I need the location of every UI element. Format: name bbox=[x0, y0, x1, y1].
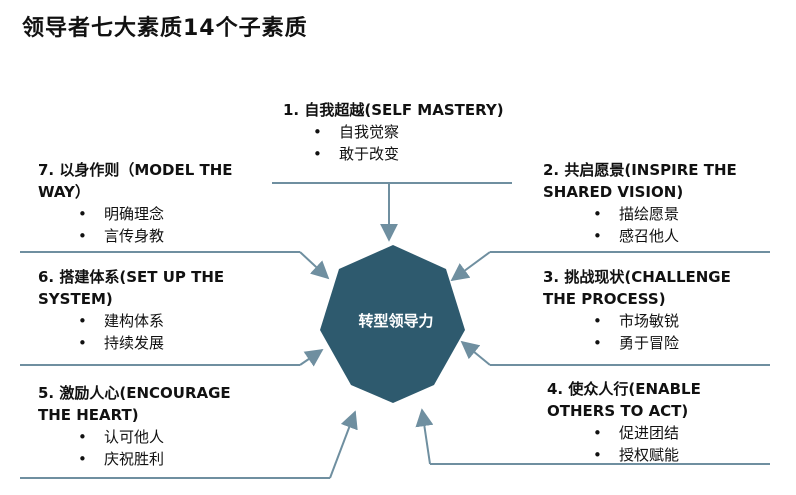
center-label: 转型领导力 bbox=[358, 312, 434, 330]
quality-3-sub-1: 市场敏锐 bbox=[593, 310, 731, 332]
quality-3-title: 3. 挑战现状(CHALLENGE THE PROCESS) bbox=[543, 268, 731, 308]
quality-7: 7. 以身作则（MODEL THE WAY） 明确理念 言传身教 bbox=[38, 159, 233, 247]
quality-6: 6. 搭建体系(SET UP THE SYSTEM) 建构体系 持续发展 bbox=[38, 266, 224, 354]
quality-4-sub-1: 促进团结 bbox=[593, 422, 701, 444]
page-title: 领导者七大素质14个子素质 bbox=[22, 16, 308, 41]
quality-4-sub-2: 授权赋能 bbox=[593, 444, 701, 466]
quality-5-title: 5. 激励人心(ENCOURAGE THE HEART) bbox=[38, 384, 231, 424]
arrow-3 bbox=[460, 340, 491, 366]
quality-1-sub-2: 敢于改变 bbox=[313, 143, 504, 165]
quality-5-sub-1: 认可他人 bbox=[78, 426, 231, 448]
arrow-2 bbox=[450, 251, 491, 282]
quality-2-sub-2: 感召他人 bbox=[593, 225, 737, 247]
quality-5: 5. 激励人心(ENCOURAGE THE HEART) 认可他人 庆祝胜利 bbox=[38, 382, 231, 470]
arrow-6 bbox=[299, 348, 324, 367]
quality-6-sub-1: 建构体系 bbox=[78, 310, 224, 332]
quality-2: 2. 共启愿景(INSPIRE THE SHARED VISION) 描绘愿景 … bbox=[543, 159, 737, 247]
quality-7-sub-2: 言传身教 bbox=[78, 225, 233, 247]
quality-7-title: 7. 以身作则（MODEL THE WAY） bbox=[38, 161, 233, 201]
quality-6-sub-2: 持续发展 bbox=[78, 332, 224, 354]
arrow-4 bbox=[415, 408, 434, 465]
arrow-7 bbox=[299, 251, 330, 280]
quality-1: 1. 自我超越(SELF MASTERY) 自我觉察 敢于改变 bbox=[283, 99, 504, 165]
quality-4: 4. 使众人行(ENABLE OTHERS TO ACT) 促进团结 授权赋能 bbox=[547, 378, 701, 466]
quality-6-title: 6. 搭建体系(SET UP THE SYSTEM) bbox=[38, 268, 225, 308]
quality-3-sub-2: 勇于冒险 bbox=[593, 332, 731, 354]
quality-2-title: 2. 共启愿景(INSPIRE THE SHARED VISION) bbox=[543, 161, 737, 201]
center-heptagon bbox=[320, 245, 465, 403]
quality-4-title: 4. 使众人行(ENABLE OTHERS TO ACT) bbox=[547, 380, 701, 420]
quality-7-sub-1: 明确理念 bbox=[78, 203, 233, 225]
quality-1-title: 1. 自我超越(SELF MASTERY) bbox=[283, 101, 504, 119]
arrow-5 bbox=[329, 410, 358, 479]
quality-1-sub-1: 自我觉察 bbox=[313, 121, 504, 143]
quality-5-sub-2: 庆祝胜利 bbox=[78, 448, 231, 470]
quality-3: 3. 挑战现状(CHALLENGE THE PROCESS) 市场敏锐 勇于冒险 bbox=[543, 266, 731, 354]
quality-2-sub-1: 描绘愿景 bbox=[593, 203, 737, 225]
